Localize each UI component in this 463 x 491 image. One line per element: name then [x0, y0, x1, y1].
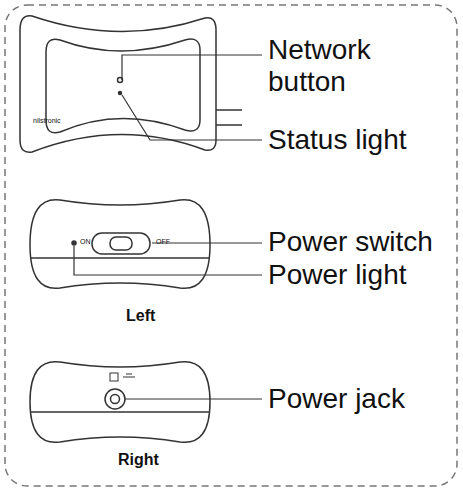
- view-caption: Left: [126, 307, 186, 325]
- view-caption: Right: [118, 451, 178, 469]
- callout-label: Power light: [268, 259, 453, 291]
- callout-label: Status light: [268, 124, 453, 156]
- left-view: [30, 200, 262, 289]
- brand-text: nilstronic: [33, 117, 61, 125]
- right-view: [30, 362, 262, 443]
- callout-label: Power switch: [268, 226, 453, 258]
- switch-marking: OFF: [156, 238, 170, 246]
- callout-label: Power jack: [268, 383, 453, 415]
- switch-marking: ON: [80, 238, 91, 246]
- top-view: [20, 16, 262, 152]
- callout-label: Network button: [268, 34, 408, 98]
- dashed-frame: [5, 5, 457, 486]
